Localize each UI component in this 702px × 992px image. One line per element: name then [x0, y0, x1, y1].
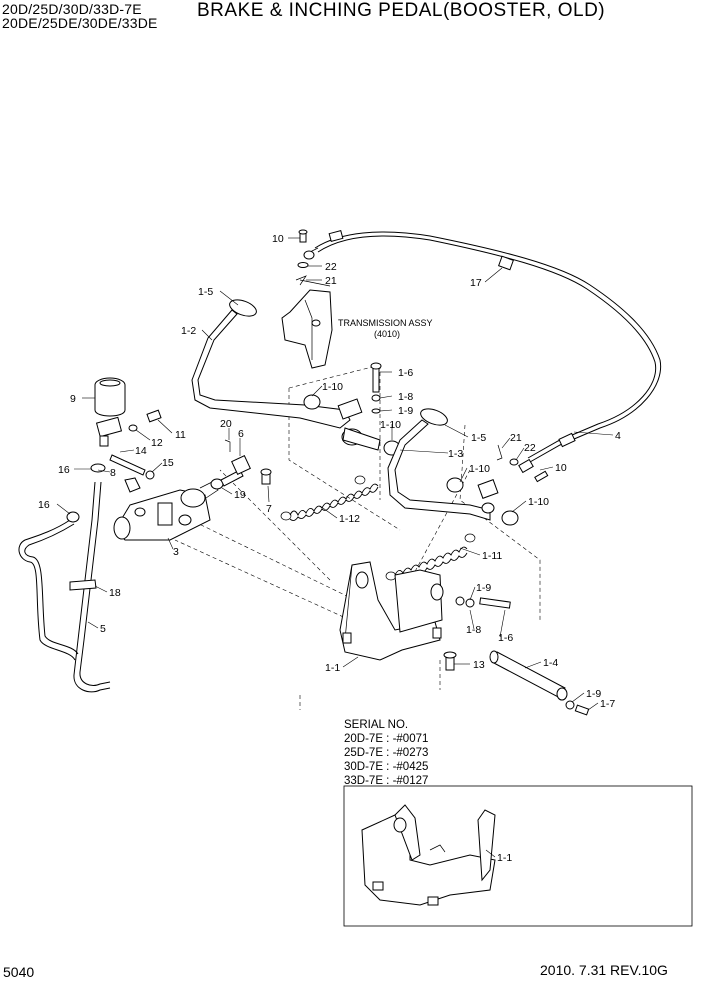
- pivot-bolt-mid: [443, 596, 511, 671]
- callout-11: 11: [175, 429, 186, 441]
- callout-17: 17: [470, 277, 482, 289]
- callout-1-4: 1-4: [543, 657, 558, 669]
- callout-1-9-bot: 1-9: [586, 688, 601, 700]
- callout-labels: 10 22 21 17 1-5 1-2 TRANSMISSION ASSY (4…: [38, 233, 621, 864]
- callout-1-1: 1-1: [325, 662, 340, 674]
- cable-hardware-right: [496, 444, 549, 483]
- callout-1-8-top: 1-8: [398, 391, 413, 403]
- serial-line: 25D-7E : -#0273: [344, 747, 429, 759]
- model-list-line1: 20D/25D/30D/33D-7E: [2, 1, 142, 17]
- callout-15: 15: [162, 457, 174, 469]
- callout-21-top: 21: [325, 275, 337, 287]
- serial-line: 30D-7E : -#0425: [344, 761, 429, 773]
- callout-4: 4: [615, 430, 621, 442]
- callout-18: 18: [109, 587, 121, 599]
- callout-1-8-mid: 1-8: [466, 624, 481, 636]
- callout-10-right: 10: [555, 462, 567, 474]
- callout-1-3: 1-3: [448, 448, 463, 460]
- callout-1-5-left: 1-5: [198, 286, 213, 298]
- pedal-shaft: [489, 650, 590, 716]
- page-number: 5040: [3, 964, 35, 980]
- callout-9: 9: [70, 393, 76, 405]
- inset-old-bracket: [343, 785, 693, 927]
- serial-line: 20D-7E : -#0071: [344, 733, 429, 745]
- callout-1-6-top: 1-6: [398, 367, 413, 379]
- callout-1-11: 1-11: [482, 550, 502, 562]
- callout-1-10-a: 1-10: [322, 381, 343, 393]
- brake-pedal-arm: [191, 299, 381, 451]
- callout-1-9-top: 1-9: [398, 405, 413, 417]
- callout-7: 7: [266, 503, 272, 515]
- callout-16-b: 16: [38, 499, 50, 511]
- callout-14: 14: [135, 445, 147, 457]
- callout-6: 6: [238, 428, 244, 440]
- callout-19: 19: [234, 489, 246, 501]
- serial-number-note: SERIAL NO. 20D-7E : -#0071 25D-7E : -#02…: [344, 718, 428, 788]
- brake-fluid-reservoir: [90, 377, 162, 493]
- callout-22-right: 22: [524, 442, 536, 454]
- callout-10-top: 10: [272, 233, 284, 245]
- pedal-bracket-main: [339, 561, 444, 661]
- callout-20: 20: [220, 418, 232, 430]
- transmission-note-line1: TRANSMISSION ASSY: [338, 318, 433, 328]
- model-list-line2: 20DE/25DE/30DE/33DE: [2, 15, 158, 31]
- serial-heading: SERIAL NO.: [344, 719, 409, 731]
- transmission-note-line2: (4010): [374, 329, 400, 339]
- reservoir-hose: [18, 481, 111, 693]
- callout-1-5-right: 1-5: [471, 432, 486, 444]
- callout-leader-lines: [56, 237, 614, 858]
- return-spring-1-12: [280, 475, 379, 522]
- callout-21-right: 21: [510, 432, 522, 444]
- callout-5: 5: [100, 623, 106, 635]
- master-cylinder: [113, 481, 219, 541]
- transmission-bracket: [281, 279, 333, 369]
- callout-1-10-b: 1-10: [380, 419, 401, 431]
- callout-1-10-d: 1-10: [528, 496, 549, 508]
- callout-22-top: 22: [325, 261, 337, 273]
- page-title: BRAKE & INCHING PEDAL(BOOSTER, OLD): [197, 0, 606, 21]
- serial-line: 33D-7E : -#0127: [344, 775, 429, 787]
- callout-1-10-c: 1-10: [469, 463, 490, 475]
- callout-1-9-mid: 1-9: [476, 582, 491, 594]
- callout-1-7: 1-7: [600, 698, 615, 710]
- pushrod-clevis: [210, 439, 272, 490]
- callout-13: 13: [473, 659, 485, 671]
- callout-16-a: 16: [58, 464, 70, 476]
- inching-pedal-arm: [387, 408, 519, 526]
- cable-hardware-top: [295, 229, 309, 286]
- callout-3: 3: [173, 546, 179, 558]
- callout-1-12: 1-12: [339, 513, 360, 525]
- revision-date: 2010. 7.31 REV.10G: [540, 962, 668, 978]
- brake-cable: [303, 229, 662, 463]
- callout-12: 12: [151, 437, 163, 449]
- callout-1-6-mid: 1-6: [498, 632, 513, 644]
- callout-1-2: 1-2: [181, 325, 196, 337]
- callout-8: 8: [110, 467, 116, 479]
- callout-1-1-inset: 1-1: [497, 852, 512, 864]
